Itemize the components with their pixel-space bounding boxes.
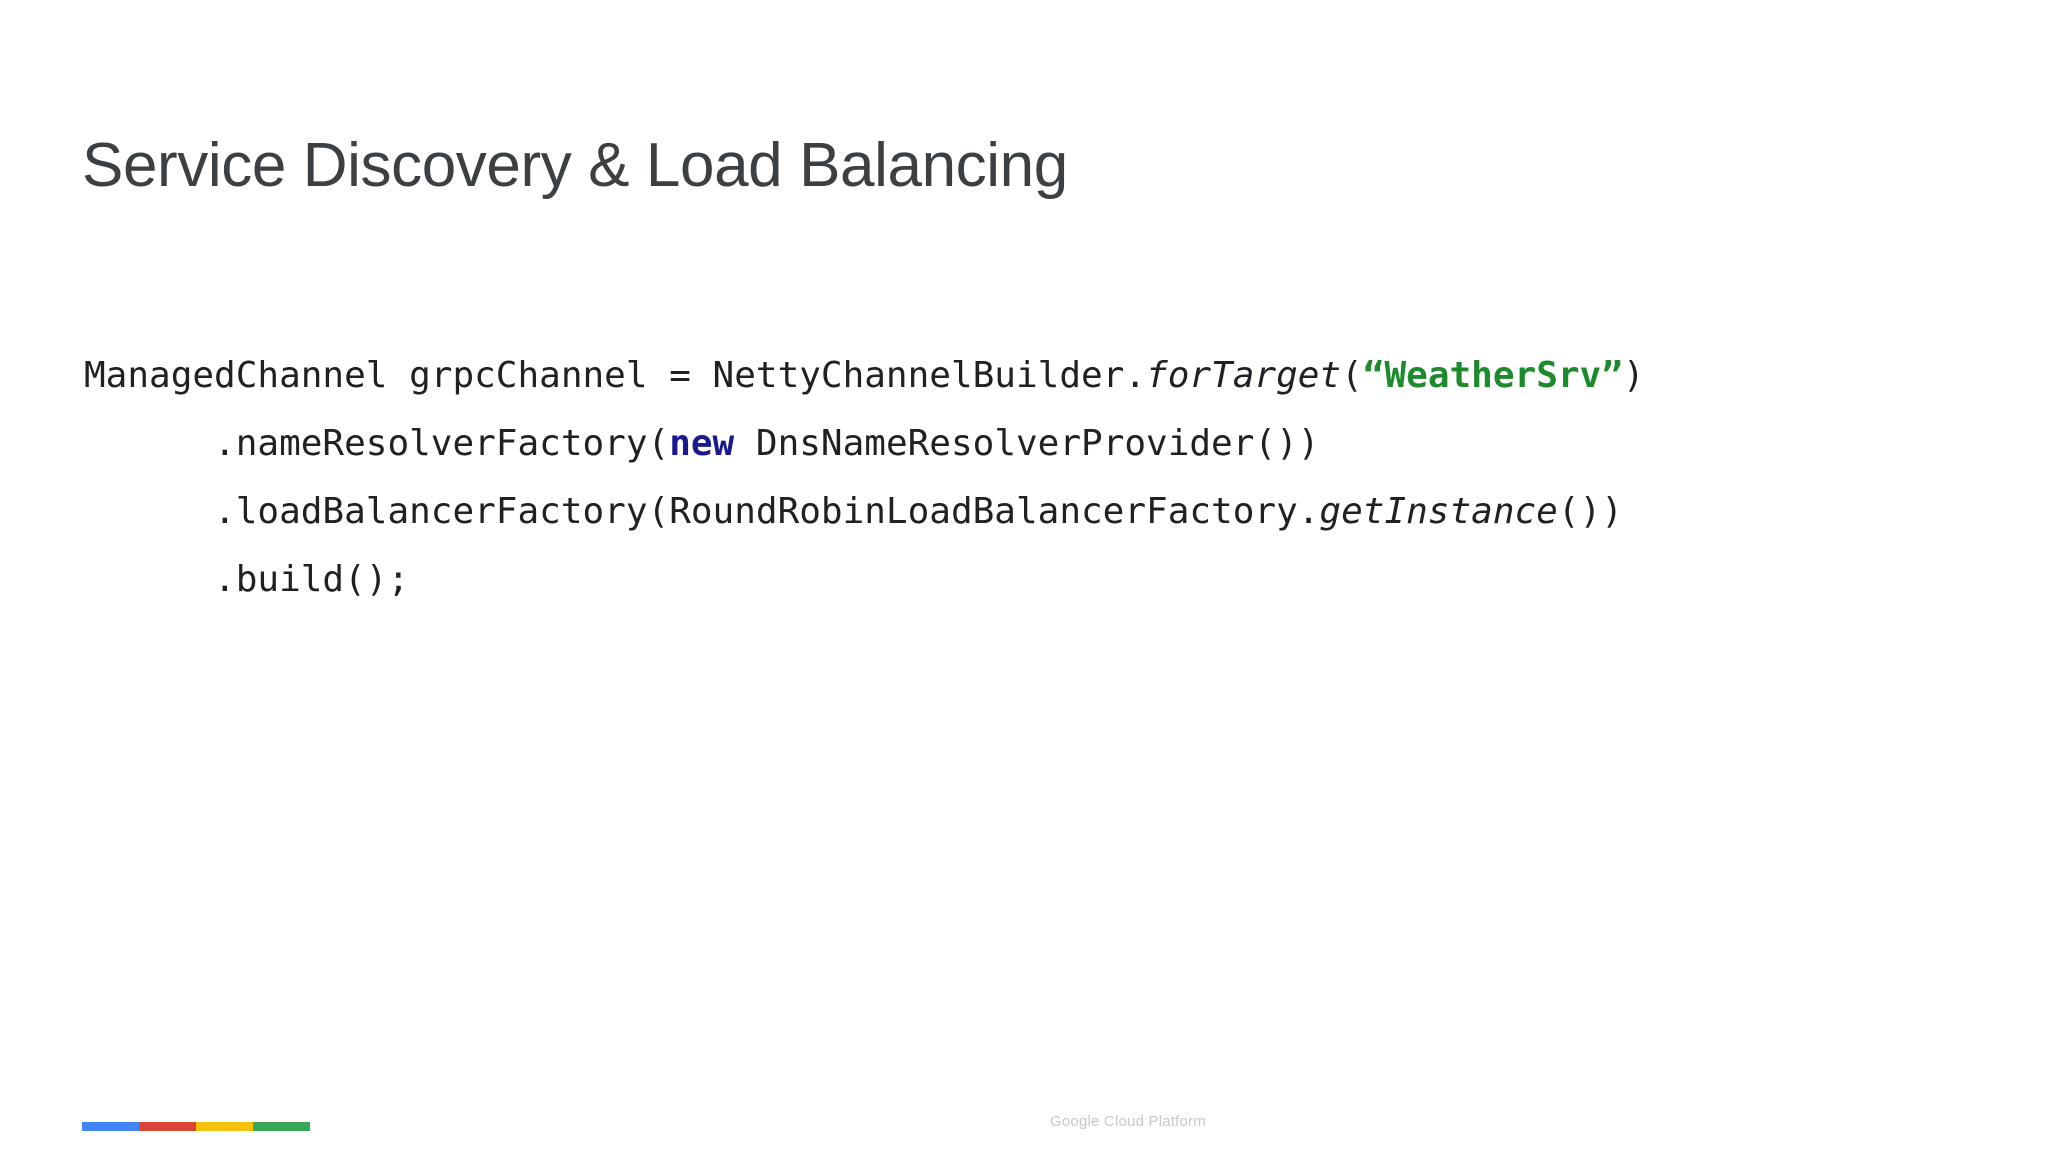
code-token-plain: ( [1341, 355, 1363, 396]
code-token-italic: forTarget [1146, 355, 1342, 396]
code-indent [84, 491, 214, 532]
code-line: .loadBalancerFactory(RoundRobinLoadBalan… [84, 478, 1645, 546]
bar-segment-yellow [196, 1122, 253, 1131]
code-token-string: “WeatherSrv” [1362, 355, 1623, 396]
bar-segment-green [253, 1122, 310, 1131]
code-token-plain: ()) [1557, 491, 1623, 532]
code-line: ManagedChannel grpcChannel = NettyChanne… [84, 342, 1645, 410]
footer-brand-label: Google Cloud Platform [1050, 1113, 1206, 1130]
code-token-plain: ManagedChannel grpcChannel = NettyChanne… [84, 355, 1147, 396]
code-line: .nameResolverFactory(new DnsNameResolver… [84, 410, 1645, 478]
bar-segment-red [139, 1122, 196, 1131]
code-token-plain: .loadBalancerFactory(RoundRobinLoadBalan… [214, 491, 1320, 532]
code-indent [84, 559, 214, 600]
code-token-plain: .build(); [214, 559, 410, 600]
code-line: .build(); [84, 546, 1645, 614]
google-color-bar [82, 1122, 310, 1131]
bar-segment-blue [82, 1122, 139, 1131]
code-token-plain: ) [1622, 355, 1645, 396]
code-token-plain: .nameResolverFactory( [214, 423, 670, 464]
code-indent [84, 423, 214, 464]
code-token-italic: getInstance [1319, 491, 1558, 532]
code-token-plain: DnsNameResolverProvider()) [734, 423, 1320, 464]
code-token-keyword: new [669, 423, 735, 464]
page-title: Service Discovery & Load Balancing [82, 130, 1068, 200]
code-block: ManagedChannel grpcChannel = NettyChanne… [84, 342, 1645, 614]
